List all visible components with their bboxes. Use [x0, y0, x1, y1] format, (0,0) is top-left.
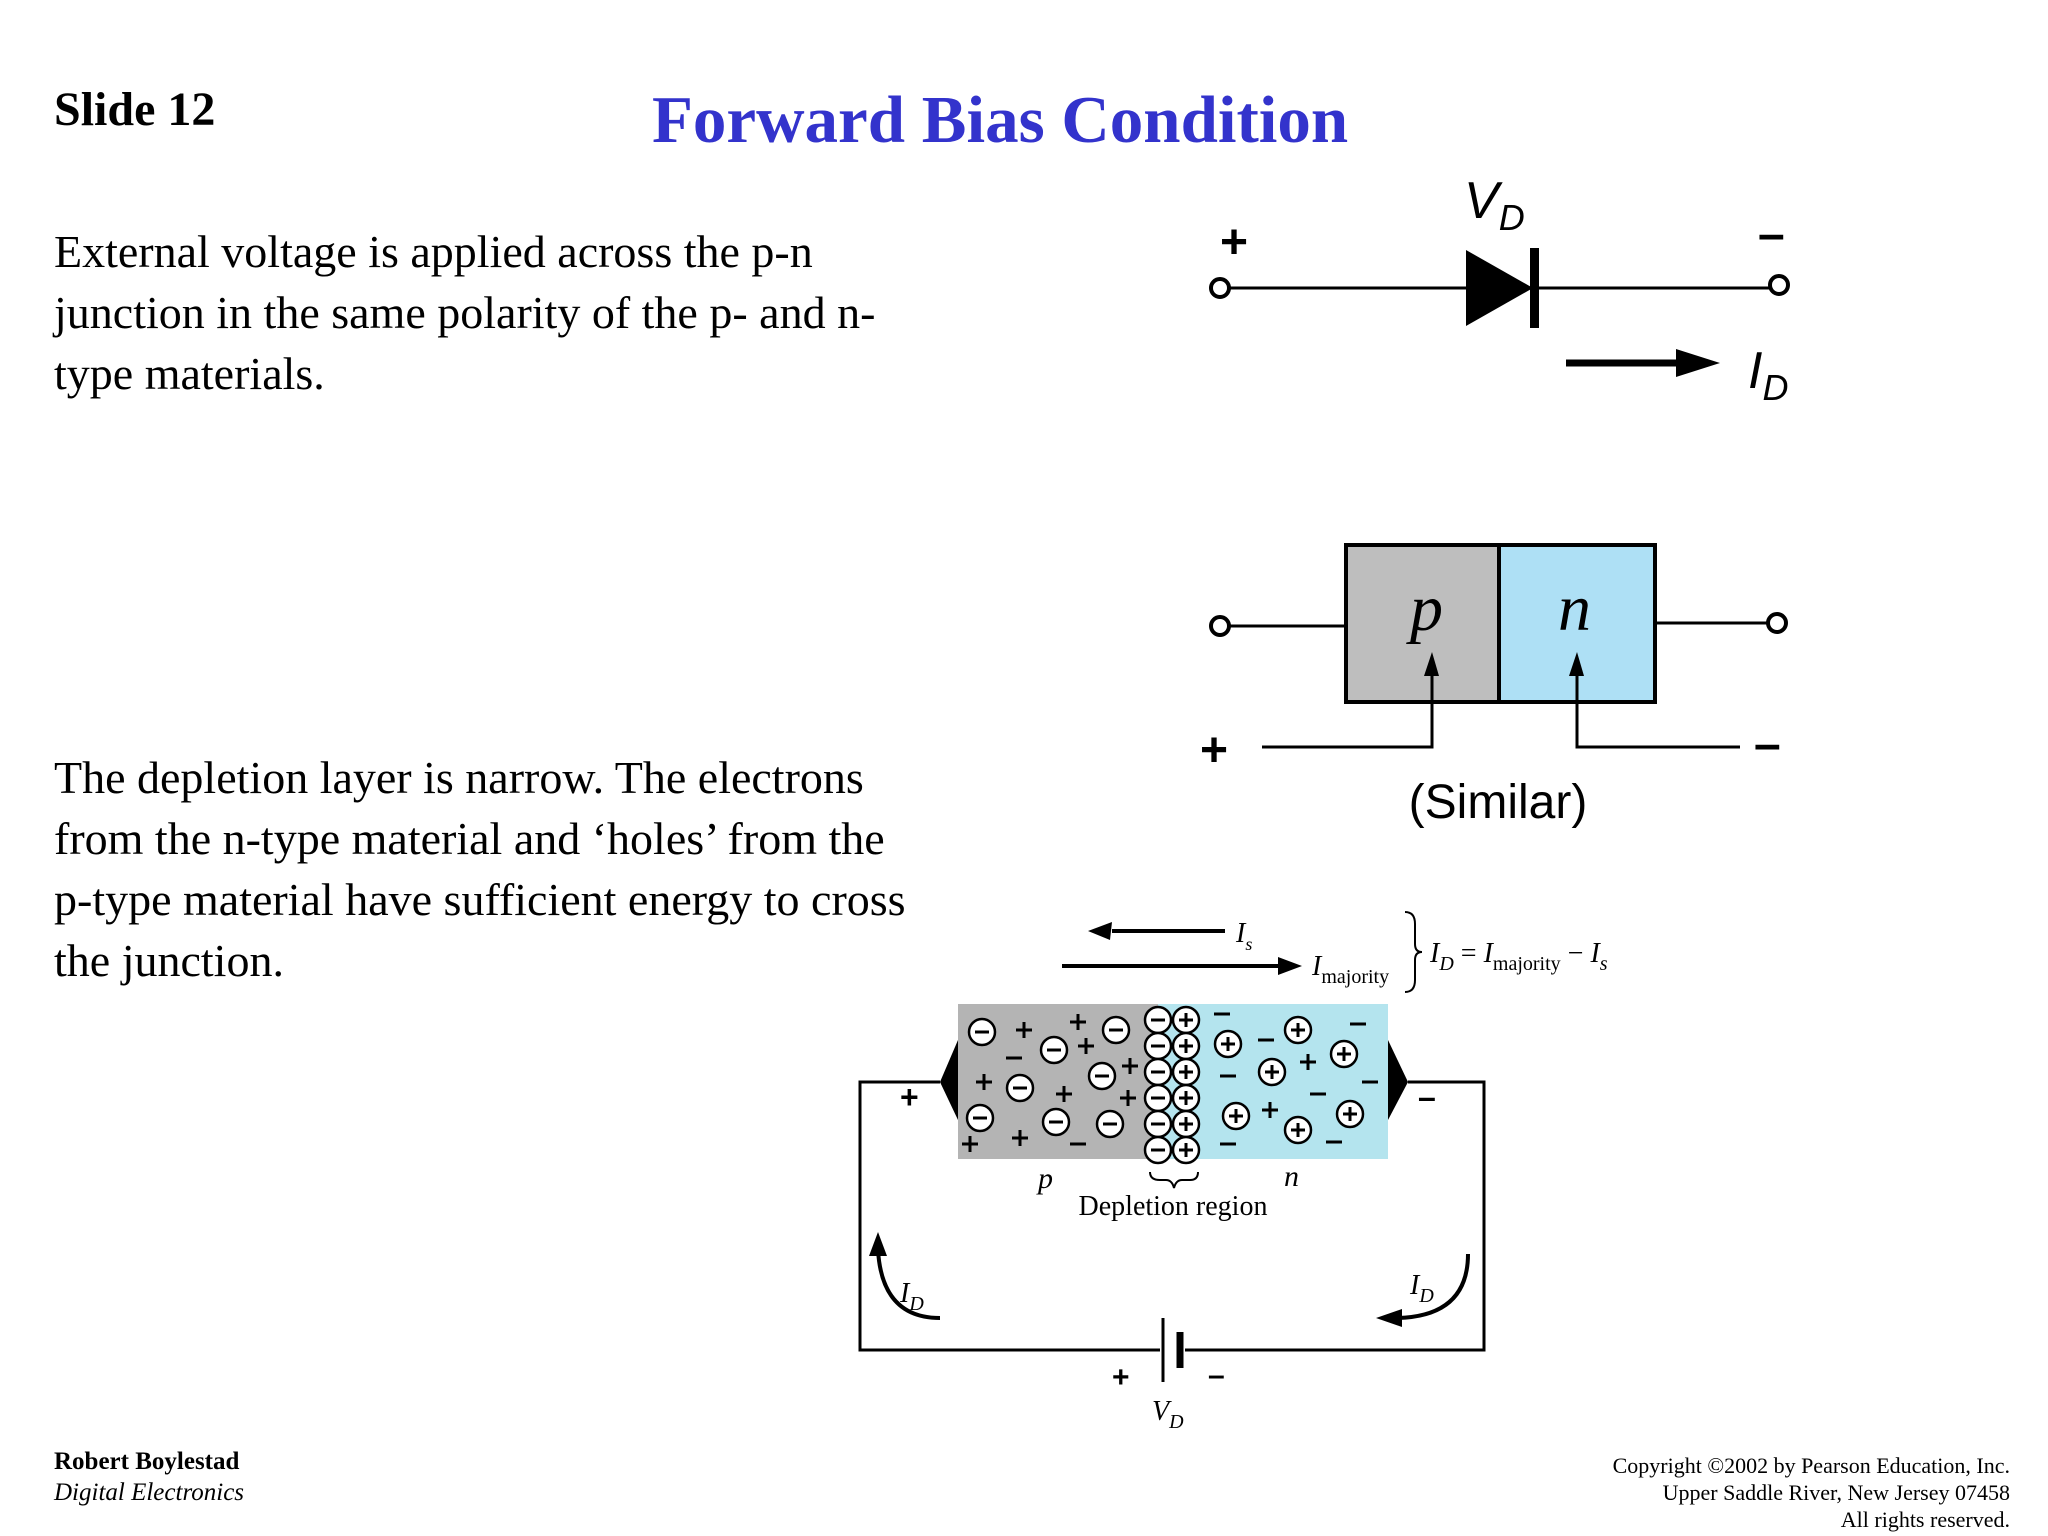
footer-copyright-block: Copyright ©2002 by Pearson Education, In… [1613, 1452, 2010, 1533]
p-lead-arrow [1424, 652, 1439, 676]
is-arrow-head [1088, 922, 1112, 940]
n-contact [1388, 1040, 1408, 1120]
p-contact [940, 1040, 958, 1120]
similar-caption: (Similar) [1409, 776, 1588, 829]
copyright-line-1: Copyright ©2002 by Pearson Education, In… [1612, 1453, 2010, 1478]
n-lead [1575, 670, 1740, 749]
n-label: n [1558, 572, 1591, 645]
terminal-left [1209, 277, 1231, 299]
current-arrow-head [1676, 349, 1720, 377]
circuit-minus: – [1418, 1079, 1436, 1115]
p-label: p [1036, 1162, 1053, 1195]
footer-course: Digital Electronics [54, 1479, 245, 1506]
charge-carriers [962, 1005, 1378, 1165]
paragraph-depletion-layer: The depletion layer is narrow. The elect… [54, 752, 906, 986]
diode-symbol-diagram: + – VD ID [1209, 172, 1790, 408]
paragraph-external-voltage: External voltage is applied across the p… [54, 226, 876, 399]
plus-sign: + [1200, 724, 1228, 777]
p-label: p [1406, 572, 1443, 645]
id-right-arrow [1397, 1253, 1470, 1320]
plus-sign: + [1220, 216, 1248, 269]
copyright-line-3: All rights reserved. [1840, 1507, 2010, 1532]
imajority-arrow-head [1278, 957, 1302, 975]
slide-title: Forward Bias Condition [652, 83, 1349, 157]
imajority-label: Imajority [1311, 951, 1389, 988]
n-lead-arrow [1569, 652, 1584, 676]
id-left-arrowhead [869, 1232, 887, 1256]
wire-left-loop [858, 1080, 1160, 1352]
id-left-label: ID [899, 1278, 924, 1315]
is-label: Is [1235, 918, 1252, 954]
depletion-brace [1149, 1171, 1199, 1189]
vd-label: VD [1464, 172, 1525, 238]
minus-sign: – [1754, 718, 1781, 771]
id-right-arrowhead [1376, 1309, 1402, 1327]
terminal-right [1766, 612, 1788, 634]
depletion-region-label: Depletion region [1079, 1191, 1268, 1222]
diode-triangle [1466, 250, 1533, 326]
id-equation: ID = Imajority − Is [1429, 938, 1608, 975]
terminal-right [1768, 274, 1790, 296]
id-left-arrow [876, 1249, 941, 1320]
wire-right-loop [1185, 1080, 1486, 1352]
footer-author: Robert Boylestad [54, 1448, 240, 1475]
id-label: ID [1748, 342, 1788, 408]
diode-bar [1530, 248, 1539, 328]
depletion-circuit-diagram: Is Imajority ID = Imajority − Is + – VD … [858, 911, 1608, 1433]
footer-author-block: Robert Boylestad Digital Electronics [54, 1446, 244, 1508]
id-right-label: ID [1409, 1270, 1434, 1307]
minus-sign: – [1758, 208, 1785, 261]
brace [1404, 911, 1423, 993]
p-lead [1262, 670, 1434, 749]
n-label: n [1284, 1160, 1299, 1193]
pn-block-diagram: p n + – (Similar) [1200, 543, 1788, 829]
battery-minus: – [1208, 1359, 1225, 1392]
circuit-plus: + [900, 1079, 919, 1115]
vd-label: VD [1152, 1396, 1184, 1433]
copyright-line-2: Upper Saddle River, New Jersey 07458 [1662, 1480, 2010, 1505]
battery-plus: + [1112, 1361, 1130, 1394]
slide-number: Slide 12 [54, 83, 216, 136]
terminal-left [1209, 615, 1231, 637]
